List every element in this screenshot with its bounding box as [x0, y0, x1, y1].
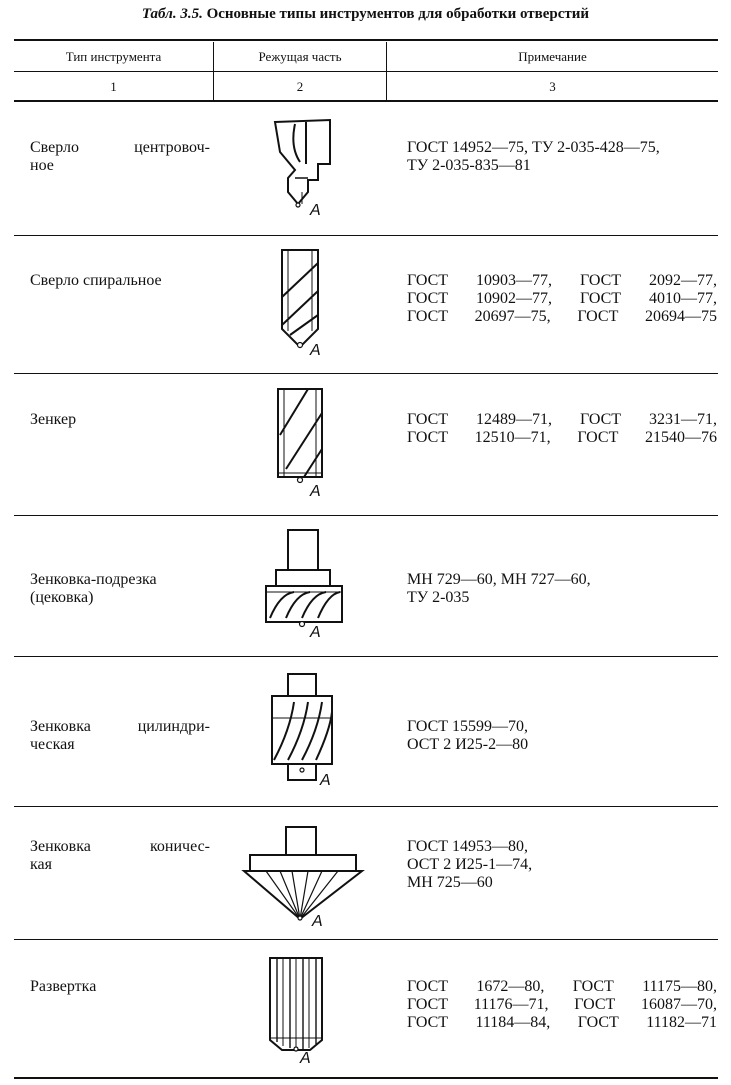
- figure-label: А: [320, 772, 331, 789]
- column-number-2: 2: [296, 79, 304, 94]
- header-divider-2: [386, 42, 387, 100]
- twist-drill-icon: А: [230, 245, 370, 375]
- bottom-rule: [14, 1077, 718, 1079]
- figure-label: А: [312, 913, 323, 930]
- header-tool-type: Тип инструмента: [65, 49, 162, 64]
- header-rule: [14, 71, 718, 72]
- row-rule: [14, 235, 718, 236]
- tool-name: Зенковка-подрезка (цековка): [30, 571, 157, 606]
- row-rule: [14, 515, 718, 516]
- countersink-core-drill-icon: А: [230, 383, 370, 513]
- tool-standards: ГОСТ 10903—77, ГОСТ 2092—77, ГОСТ 10902—…: [407, 272, 717, 325]
- number-rule: [14, 100, 718, 102]
- figure-label: А: [310, 342, 321, 359]
- tool-standards: ГОСТ 14952—75, ТУ 2-035-428—75, ТУ 2-035…: [407, 139, 660, 174]
- header-notes: Примечание: [518, 49, 587, 64]
- column-number-1: 1: [110, 79, 117, 94]
- row-rule: [14, 656, 718, 657]
- column-number-3: 3: [549, 79, 556, 94]
- tool-name: Зенкер: [30, 411, 77, 428]
- header-cutting-part: Режущая часть: [258, 49, 342, 64]
- figure-label: А: [310, 202, 321, 219]
- tool-name: Зенковка коничес- кая: [30, 838, 210, 873]
- row-rule: [14, 373, 718, 374]
- row-rule: [14, 806, 718, 807]
- top-rule: [14, 39, 718, 41]
- figure-label: А: [310, 624, 321, 641]
- tool-name: Развертка: [30, 978, 97, 995]
- header-divider-1: [213, 42, 214, 100]
- reamer-icon: А: [230, 950, 370, 1080]
- tool-name: Зенковка цилиндри- ческая: [30, 718, 210, 753]
- caption-text: Основные типы инструментов для обработки…: [206, 6, 590, 22]
- tool-standards: ГОСТ 1672—80, ГОСТ 11175—80, ГОСТ 11176—…: [407, 978, 717, 1031]
- tool-standards: ГОСТ 14953—80, ОСТ 2 И25-1—74, МН 725—60: [407, 838, 533, 891]
- tool-name: Сверло центровоч- ное: [30, 139, 210, 174]
- tool-name: Сверло спиральное: [30, 272, 162, 289]
- row-rule: [14, 939, 718, 940]
- conical-countersink-icon: А: [230, 815, 370, 945]
- caption-label: Табл. 3.5.: [141, 6, 203, 22]
- tool-standards: ГОСТ 12489—71, ГОСТ 3231—71, ГОСТ 12510—…: [407, 411, 717, 446]
- counterbore-icon: А: [230, 522, 370, 652]
- table-caption: Табл. 3.5. Основные типы инструментов дл…: [0, 6, 731, 23]
- center-drill-icon: А: [230, 112, 370, 242]
- tool-standards: МН 729—60, МН 727—60, ТУ 2-035: [407, 571, 591, 606]
- tool-standards: ГОСТ 15599—70, ОСТ 2 И25-2—80: [407, 718, 529, 753]
- figure-label: А: [310, 483, 321, 500]
- cylindrical-countersink-icon: А: [230, 668, 370, 798]
- figure-label: А: [300, 1050, 311, 1067]
